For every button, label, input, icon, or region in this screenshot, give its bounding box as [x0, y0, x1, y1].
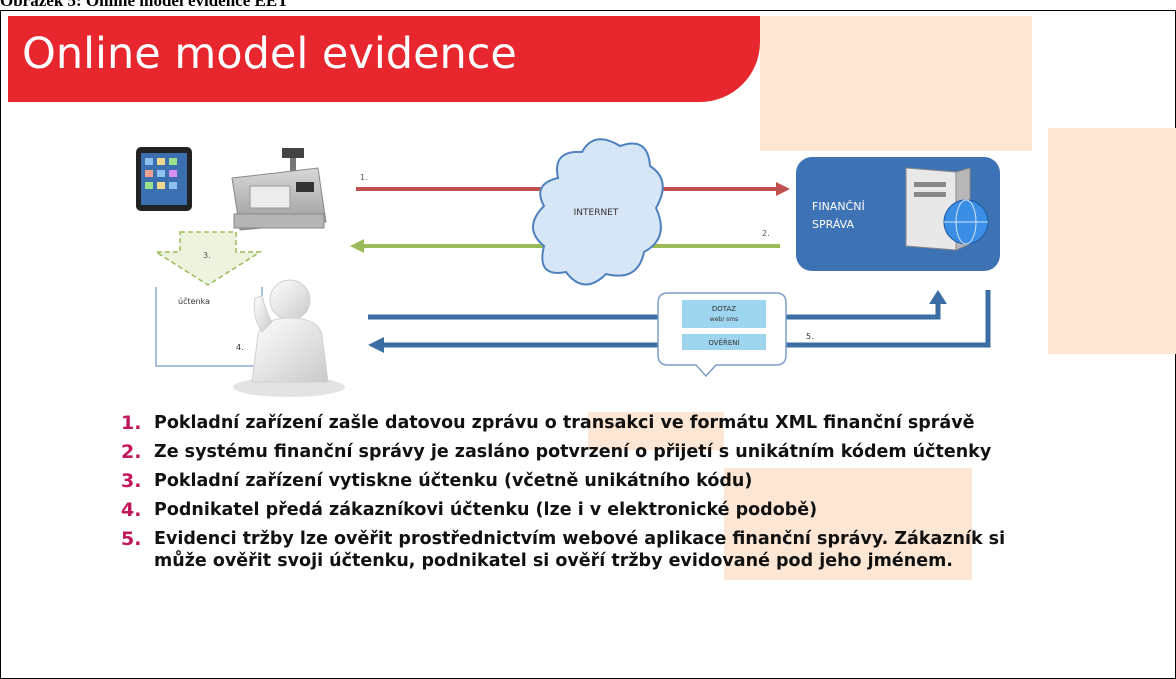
globe-icon — [943, 199, 989, 245]
figure-caption: Obrázek 5: Online model evidence EET — [0, 0, 289, 10]
verification-bubble — [657, 292, 787, 378]
arrow-query-up — [368, 290, 947, 320]
step-text: Pokladní zařízení zašle datovou zprávu o… — [154, 413, 975, 433]
slide-title: Online model evidence — [22, 29, 517, 79]
print-receipt-arrow — [153, 231, 263, 286]
step-text: Ze systému finanční správy je zasláno po… — [154, 442, 992, 462]
internet-label: INTERNET — [574, 208, 619, 218]
highlight-patch — [588, 412, 724, 450]
tablet-icon — [136, 147, 192, 211]
arrow-verify-back — [368, 290, 991, 353]
step-text: Evidenci tržby lze ověřit prostřednictví… — [154, 529, 1006, 571]
step3-label: 3. — [203, 251, 211, 260]
highlight-patch — [760, 16, 1032, 151]
cash-register-icon — [231, 148, 327, 231]
step2-label: 2. — [762, 229, 770, 238]
step-text: Podnikatel předá zákazníkovi účtenku (lz… — [154, 500, 818, 520]
server-label-line1: FINANČNÍ — [812, 200, 865, 213]
step-number: 3. — [121, 470, 142, 492]
list-item: 1. Pokladní zařízení zašle datovou zprávu… — [118, 412, 1058, 434]
step-number: 4. — [121, 499, 142, 521]
step-text: Pokladní zařízení vytiskne účtenku (včet… — [154, 471, 753, 491]
step1-label: 1. — [360, 173, 368, 182]
step-number: 1. — [121, 412, 142, 434]
bubble-verify-label: OVĚŘENÍ — [708, 338, 739, 347]
steps-list: 1. Pokladní zařízení zašle datovou zprávu… — [118, 412, 1058, 579]
list-item: 4. Podnikatel předá zákazníkovi účtenku (… — [118, 499, 1058, 521]
list-item: 5. Evidenci tržby lze ověřit prostřednict… — [118, 528, 1058, 572]
list-item: 3. Pokladní zařízení vytiskne účtenku (vč… — [118, 470, 1058, 492]
bubble-query-label: DOTAZ — [712, 305, 736, 313]
step-number: 5. — [121, 528, 142, 550]
step5-label: 5. — [806, 332, 814, 341]
bubble-channel-label: web/ sms — [710, 316, 738, 323]
server-label-line2: SPRÁVA — [812, 218, 854, 231]
eet-diagram: 3. účtenka 4. 1. 2. INTERNET FINANČNÍ SP… — [136, 138, 1000, 397]
receipt-label: účtenka — [178, 296, 210, 306]
step4-label: 4. — [236, 343, 244, 352]
person-icon — [233, 279, 345, 397]
title-banner — [8, 16, 760, 102]
highlight-patch — [1048, 128, 1176, 354]
highlight-patch — [724, 468, 972, 580]
internet-cloud-icon — [532, 138, 664, 286]
step-number: 2. — [121, 441, 142, 463]
list-item: 2. Ze systému finanční správy je zasláno … — [118, 441, 1058, 463]
